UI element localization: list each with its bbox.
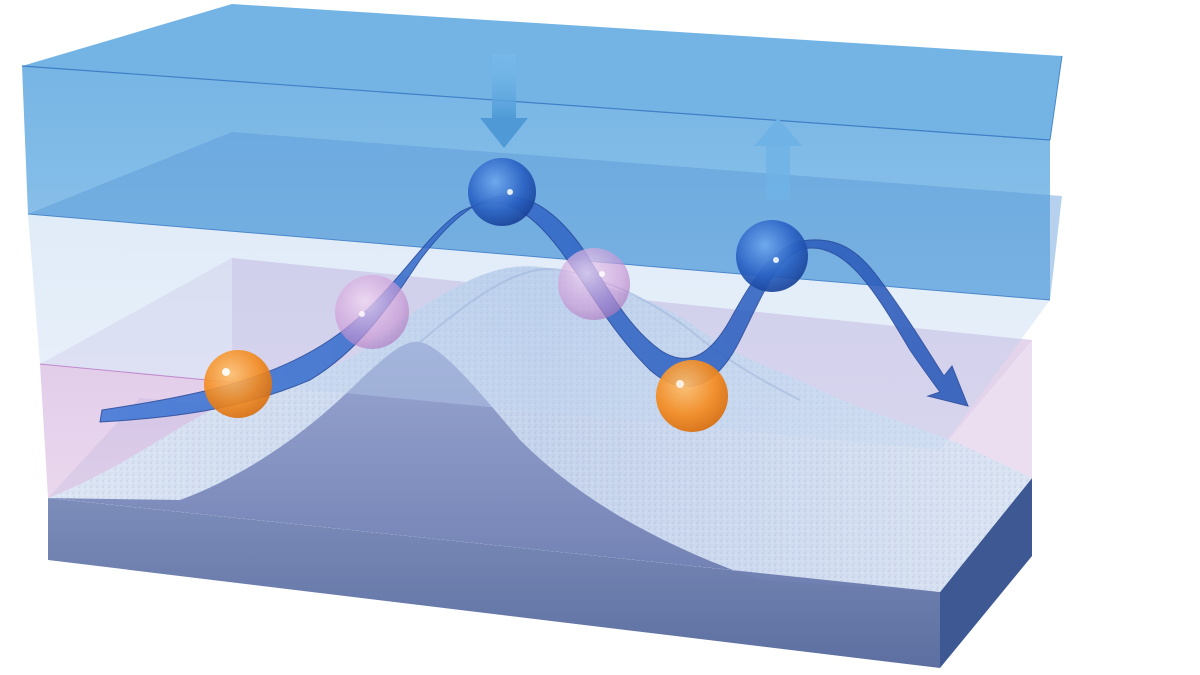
middle-layer (28, 214, 1050, 450)
sphere-pink-right (558, 248, 630, 320)
middle-layer-front (28, 214, 1050, 450)
seafloor-block-front (48, 498, 940, 668)
sphere-blue-right (736, 220, 808, 292)
seamount-core (48, 341, 940, 592)
sphere-blue-top (468, 158, 536, 226)
spheres (204, 158, 808, 432)
downward-arrow (480, 54, 528, 148)
upper-layer-edge-back (1049, 55, 1063, 141)
upper-layer-top (22, 4, 1062, 140)
upper-layer-edge (21, 65, 1051, 141)
sphere-orange-right (656, 360, 728, 432)
seafloor-block-side (940, 478, 1032, 668)
sphere-orange-left (204, 350, 272, 418)
upward-arrow (754, 118, 802, 200)
sphere-pink-left (335, 275, 409, 349)
